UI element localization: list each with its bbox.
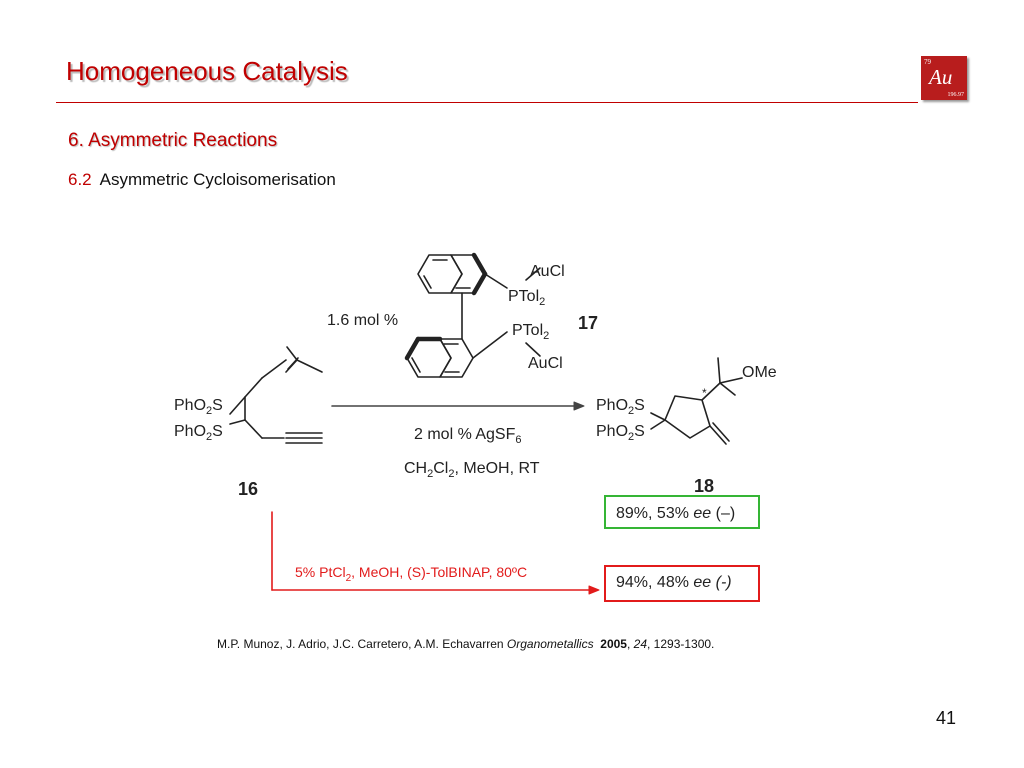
catalyst-number: 17 (578, 313, 599, 333)
gold-result-text: 89%, 53% ee (–) (616, 505, 736, 522)
binaphthyl-upper (417, 252, 488, 296)
catalyst-aucl-bottom: AuCl (528, 355, 563, 372)
subsection-number: 6.2 (68, 170, 92, 189)
gold-result-box (604, 495, 760, 529)
catalyst-ptol-bottom: PTol2 (512, 322, 550, 343)
slide-title: Homogeneous Catalysis (66, 56, 348, 86)
catalyst-aucl-top: AuCl (530, 263, 565, 280)
product-methoxy: OMe (742, 364, 777, 381)
condition-silver-salt: 2 mol % AgSF6 (414, 426, 522, 447)
product-number: 18 (694, 476, 715, 496)
subsection-title: Asymmetric Cycloisomerisation (99, 170, 336, 189)
reactant-sulfonyl-2: PhO2S (174, 423, 223, 444)
catalyst-loading: 1.6 mol % (327, 312, 399, 329)
logo-atomic-mass: 196.97 (947, 92, 965, 98)
alternative-route-arrow (271, 511, 600, 595)
literature-reference: M.P. Munoz, J. Adrio, J.C. Carretero, A.… (217, 637, 715, 651)
section-heading: 6. Asymmetric Reactions (68, 130, 278, 151)
logo-atomic-number: 79 (924, 58, 931, 66)
product-stereocenter-mark: * (702, 386, 707, 400)
reactant-structure (229, 346, 323, 444)
page-number: 41 (936, 708, 957, 728)
reactant-sulfonyl-1: PhO2S (174, 397, 223, 418)
product-structure (650, 357, 743, 445)
reactant-number: 16 (238, 479, 259, 499)
platinum-conditions: 5% PtCl2, MeOH, (S)-TolBINAP, 80ºC (295, 564, 528, 584)
platinum-result-text: 94%, 48% ee (-) (616, 574, 732, 591)
platinum-result-box (604, 565, 760, 602)
binaphthyl-lower (404, 336, 474, 378)
condition-solvent: CH2Cl2, MeOH, RT (404, 460, 540, 481)
product-sulfonyl-1: PhO2S (596, 397, 645, 418)
product-sulfonyl-2: PhO2S (596, 423, 645, 444)
gold-element-logo: 79 Au 196.97 (921, 56, 967, 100)
subsection-heading: 6.2 Asymmetric Cycloisomerisation (68, 170, 336, 190)
logo-symbol: Au (929, 65, 953, 89)
title-divider (56, 102, 918, 103)
catalyst-ptol-top: PTol2 (508, 288, 546, 309)
